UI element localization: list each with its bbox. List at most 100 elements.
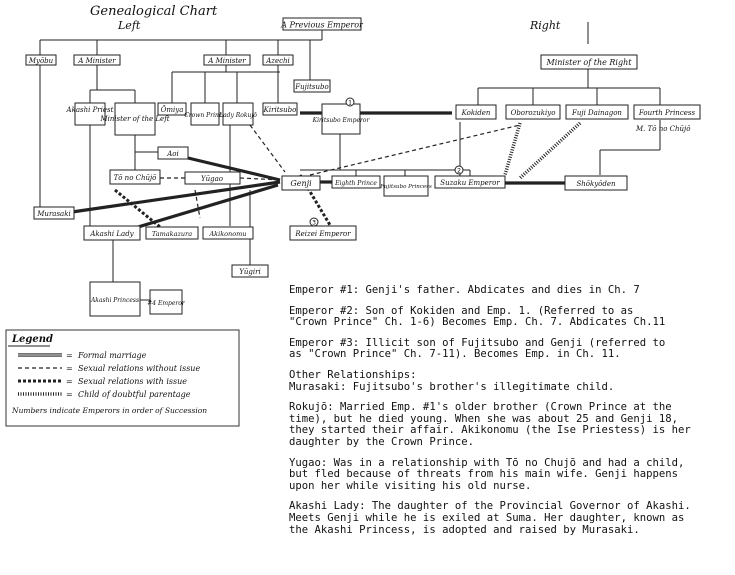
tamakazura-label: Tamakazura: [152, 230, 192, 238]
genji-label: Genji: [290, 179, 312, 188]
note-rokujo: Rokujō: Married Emp. #1's older brother …: [289, 401, 691, 448]
m-to-no-chujo-label: M. Tō no Chūjō: [635, 125, 690, 133]
left-label: Left: [117, 19, 141, 32]
person-fourth-princess: Fourth Princess: [633, 104, 701, 120]
crown-prince-label: Crown Prince: [184, 112, 226, 119]
chart-title: Genealogical Chart: [90, 4, 218, 19]
akashi-priest-label: Akashi Priest: [66, 106, 114, 114]
fujitsubo-label: Fujitsubo: [294, 83, 328, 91]
a-minister-mid-label: A Minister: [207, 57, 246, 65]
person-azechi: Azechi: [262, 54, 294, 66]
a-minister-left-label: A Minister: [77, 57, 116, 65]
person-fujitsubo-princess: Fujitsubo Princess: [379, 175, 432, 197]
person-akikonomu: Akikonomu: [202, 226, 254, 240]
person-myobu: Myōbu: [25, 54, 57, 66]
legend-issue-label: Sexual relations with issue: [78, 377, 187, 386]
doubtful-lines: [503, 121, 582, 180]
kiritsubo-label: Kiritsubo: [263, 106, 297, 114]
yugao-label: Yūgao: [201, 175, 223, 183]
akikonomu-label: Akikonomu: [208, 230, 246, 238]
minister-of-left-label: Minister of the Left: [99, 115, 169, 123]
person-fujitsubo: Fujitsubo: [293, 79, 331, 93]
person-fuji-dainagon: Fuji Dainagon: [565, 104, 629, 120]
svg-text:=: =: [66, 377, 73, 386]
person-genji: Genji: [281, 175, 321, 191]
person-a-minister-mid: A Minister: [203, 54, 251, 66]
emperor-number-3: 3: [309, 217, 319, 227]
shokyoden-label: Shōkyōden: [576, 180, 616, 188]
akashi-lady-label: Akashi Lady: [89, 230, 134, 238]
svg-text:1: 1: [348, 100, 352, 107]
azechi-label: Azechi: [265, 57, 290, 65]
oborozukiyo-label: Oborozukiyo: [511, 109, 556, 117]
legend-doubtful-label: Child of doubtful parentage: [78, 390, 191, 399]
person-kiritsubo: Kiritsubo: [262, 102, 298, 116]
fourth-emperor-label: #4 Emperor: [147, 300, 186, 307]
svg-text:3: 3: [312, 220, 316, 227]
prev-emperor-label: A Previous Emperor: [280, 21, 364, 30]
person-suzaku-emperor: Suzaku Emperor: [434, 175, 506, 189]
person-tamakazura: Tamakazura: [145, 226, 199, 240]
kokiden-label: Kokiden: [461, 109, 491, 117]
person-crown-prince: Crown Prince: [184, 102, 226, 126]
eighth-prince-label: Eighth Prince: [334, 180, 377, 187]
person-kokiden: Kokiden: [455, 104, 497, 120]
suzaku-emperor-label: Suzaku Emperor: [440, 179, 500, 187]
person-murasaki: Murasaki: [33, 206, 75, 220]
emperor-number-2: 2: [454, 165, 464, 175]
lineage-lines: [39, 22, 661, 301]
person-akashi-princess: Akashi Princess: [89, 281, 141, 317]
person-yugao: Yūgao: [184, 171, 241, 185]
akashi-princess-label: Akashi Princess: [90, 297, 139, 304]
note-akashi-lady: Akashi Lady: The daughter of the Provinc…: [289, 500, 691, 536]
emperor-number-1: 1: [345, 97, 355, 107]
svg-text:=: =: [66, 390, 73, 399]
legend-no-issue-label: Sexual relations without issue: [78, 364, 200, 373]
legend-marriage-sep: =: [66, 351, 73, 360]
myobu-label: Myōbu: [28, 57, 54, 65]
person-to-no-chujo: Tō no Chūjō: [109, 169, 161, 185]
minister-of-right-label: Minister of the Right: [546, 58, 633, 67]
person-akashi-priest: Akashi Priest: [66, 102, 114, 126]
note-other-relationships: Other Relationships: Murasaki: Fujitsubo…: [289, 368, 615, 393]
legend: Legend = Formal marriage = Sexual relati…: [5, 329, 240, 427]
svg-text:=: =: [66, 364, 73, 373]
kiritsubo-emperor-label: Kiritsubo Emperor: [312, 117, 371, 124]
omiya-label: Ōmiya: [161, 105, 184, 114]
person-omiya: Ōmiya: [157, 102, 187, 116]
legend-marriage-label: Formal marriage: [77, 351, 147, 360]
marriage-lines: [71, 111, 565, 232]
person-aoi: Aoi: [157, 146, 189, 160]
svg-text:2: 2: [457, 168, 461, 175]
notes-panel: Emperor #1: Genji's father. Abdicates an…: [289, 284, 729, 545]
person-shokyoden: Shōkyōden: [564, 175, 628, 191]
note-emperor-2: Emperor #2: Son of Kokiden and Emp. 1. (…: [289, 304, 666, 329]
lady-rokujo-label: Lady Rokujō: [218, 112, 257, 119]
person-minister-of-right: Minister of the Right: [540, 54, 638, 70]
person-fourth-emperor: #4 Emperor: [147, 289, 186, 315]
person-yugiri: Yūgiri: [231, 264, 269, 278]
person-eighth-prince: Eighth Prince: [331, 175, 381, 189]
fuji-dainagon-label: Fuji Dainagon: [571, 109, 622, 117]
right-label: Right: [529, 19, 561, 32]
person-lady-rokujo: Lady Rokujō: [218, 102, 257, 126]
legend-title: Legend: [11, 334, 53, 345]
person-akashi-lady: Akashi Lady: [83, 225, 141, 241]
aoi-label: Aoi: [166, 150, 179, 158]
fourth-princess-label: Fourth Princess: [638, 109, 696, 117]
person-a-minister-left: A Minister: [73, 54, 121, 66]
to-no-chujo-label: Tō no Chūjō: [114, 174, 157, 182]
person-kiritsubo-emperor: Kiritsubo Emperor: [312, 103, 371, 135]
legend-footer: Numbers indicate Emperors in order of Su…: [11, 406, 207, 415]
person-prev-emperor: A Previous Emperor: [280, 17, 364, 31]
reizei-emperor-label: Reizei Emperor: [294, 230, 351, 238]
note-yugao: Yugao: Was in a relationship with Tō no …: [289, 456, 685, 492]
person-minister-of-left: Minister of the Left: [99, 102, 170, 136]
murasaki-label: Murasaki: [36, 210, 70, 218]
fujitsubo-princess-label: Fujitsubo Princess: [379, 184, 432, 190]
note-emperor-3: Emperor #3: Illicit son of Fujitsubo and…: [289, 336, 666, 361]
note-emperor-1: Emperor #1: Genji's father. Abdicates an…: [289, 284, 640, 296]
person-oborozukiyo: Oborozukiyo: [505, 104, 561, 120]
no-issue-lines: [160, 124, 521, 219]
